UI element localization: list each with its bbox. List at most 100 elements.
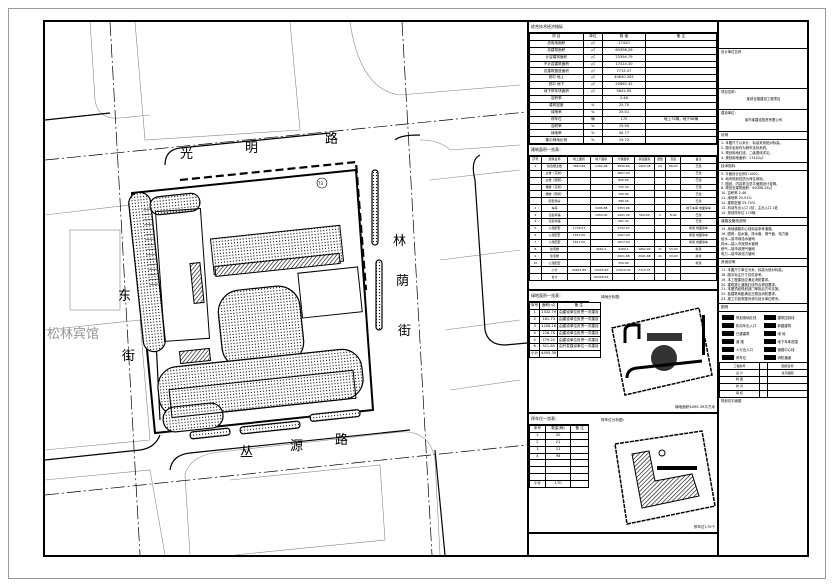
- table-cell: 380.00: [611, 197, 636, 206]
- table-cell: 不计容建筑面积: [529, 60, 584, 69]
- table-cell: 合计: [540, 273, 569, 282]
- legend-item: 已建建筑: [722, 329, 764, 337]
- green-diagram-title: 绿地分析图：: [601, 295, 623, 299]
- table-cell: %: [582, 136, 604, 145]
- table-cell: [644, 88, 718, 97]
- table-cell: 60398.26: [589, 273, 613, 282]
- table-cell: [634, 259, 655, 268]
- table-cell: [611, 273, 636, 282]
- table-cell: 161.73: [539, 315, 559, 324]
- column-header: 备 注: [644, 33, 718, 41]
- client-name: 某市某建设投资有限公司: [744, 117, 783, 122]
- table-cell: 配套用房: [540, 197, 569, 206]
- note-line: 22. 各建筑间距满足日照及消防要求。: [721, 292, 779, 297]
- table-cell: [665, 266, 682, 275]
- building-table-title: 建筑面积一览表：: [529, 145, 717, 156]
- table-cell: 总用地面积: [529, 39, 584, 48]
- table-cell: 1850.00: [589, 211, 613, 220]
- road-label-south-1: 丛: [240, 445, 253, 460]
- table-cell: 主楼（东侧）: [540, 169, 569, 178]
- table-cell: 沿街商铺: [540, 218, 569, 226]
- table-cell: 25.01: [602, 108, 646, 117]
- table-cell: 33.00: [665, 245, 682, 254]
- table-cell: 21: [544, 445, 572, 454]
- table-cell: 1567.00: [611, 231, 636, 240]
- table-cell: 停车位: [529, 115, 584, 124]
- notes3-title: 道路及管线说明: [719, 217, 808, 227]
- table-cell: [589, 238, 613, 247]
- table-cell: [665, 273, 682, 282]
- table-row: [529, 459, 589, 468]
- sign-cell: [759, 362, 768, 371]
- title-block: 设计单位名称 项目名称： 某综合楼建设工程项目 建设单位： 某市某建设投资有限公…: [717, 22, 809, 555]
- legend-swatch-icon: [763, 314, 776, 320]
- table-cell: 395.00: [611, 190, 636, 199]
- sign-cell: 制 图: [719, 376, 760, 384]
- table-row: 容积率%19.94: [529, 122, 718, 131]
- table-cell: 建筑密度: [529, 101, 584, 110]
- table-cell: 绿地率: [529, 108, 584, 117]
- table-cell: 2: [653, 211, 667, 220]
- table-cell: 30: [544, 431, 572, 440]
- table-cell: [644, 67, 718, 76]
- neighbor-label: 松林宾馆: [47, 326, 99, 342]
- table-cell: [589, 197, 613, 206]
- sign-cell: [759, 382, 768, 391]
- sign-cell: 校 对: [719, 382, 760, 391]
- table-cell: [634, 197, 655, 206]
- sign-table: 工程编号图纸名称设 计总平面图制 图校 对审 核: [719, 362, 809, 398]
- table-cell: 9: [529, 252, 542, 261]
- table-cell: [634, 169, 655, 178]
- table-cell: 新建 地面停车: [680, 224, 717, 233]
- legend-label: 已建建筑: [736, 331, 750, 336]
- design-unit-label: 设计单位名称: [719, 49, 808, 89]
- table-cell: [644, 53, 718, 62]
- table-cell: 车库: [540, 204, 569, 213]
- note-line: 15. 用地道路中心线标高参考道路。: [721, 227, 775, 232]
- table-cell: 21: [544, 438, 572, 447]
- notes3-list: 15. 用地道路中心线标高参考道路。16. 图例：给水管、排水管、燃气管、电力管…: [719, 226, 808, 258]
- table-cell: [665, 204, 682, 213]
- table-row: [529, 466, 589, 475]
- legend-item: 停车位: [722, 353, 764, 361]
- table-cell: 800.80: [611, 176, 636, 185]
- sign-cell: [766, 389, 809, 398]
- sign-cell: [759, 376, 768, 384]
- table-cell: [544, 466, 572, 475]
- table-cell: 辆: [582, 115, 604, 124]
- table-cell: [680, 266, 717, 275]
- table-cell: 779.20: [539, 336, 559, 345]
- note-line: 2. 图中坐标均为城市坐标系统。: [721, 145, 770, 150]
- table-cell: 新建 地面停车: [680, 238, 717, 247]
- table-cell: 已建: [680, 162, 717, 171]
- table-cell: 公建配套: [540, 259, 569, 268]
- table-cell: [529, 169, 542, 178]
- legend-label: 新建建筑: [777, 323, 792, 328]
- table-cell: 公建配套: [540, 231, 569, 240]
- project-name: 某综合楼建设工程项目: [719, 96, 808, 110]
- table-row: [529, 473, 589, 482]
- table-cell: 由建设单位负责一次建设: [557, 336, 601, 345]
- table-cell: 3: [529, 211, 542, 220]
- table-cell: 由建设单位负责一次建设: [557, 315, 601, 324]
- table-cell: [589, 169, 613, 178]
- table-row: 绿地率%45.77: [529, 129, 718, 138]
- legend-item: 道 路: [722, 337, 764, 345]
- table-cell: 地下停车场面积: [529, 88, 584, 97]
- table-cell: 已建: [680, 176, 717, 185]
